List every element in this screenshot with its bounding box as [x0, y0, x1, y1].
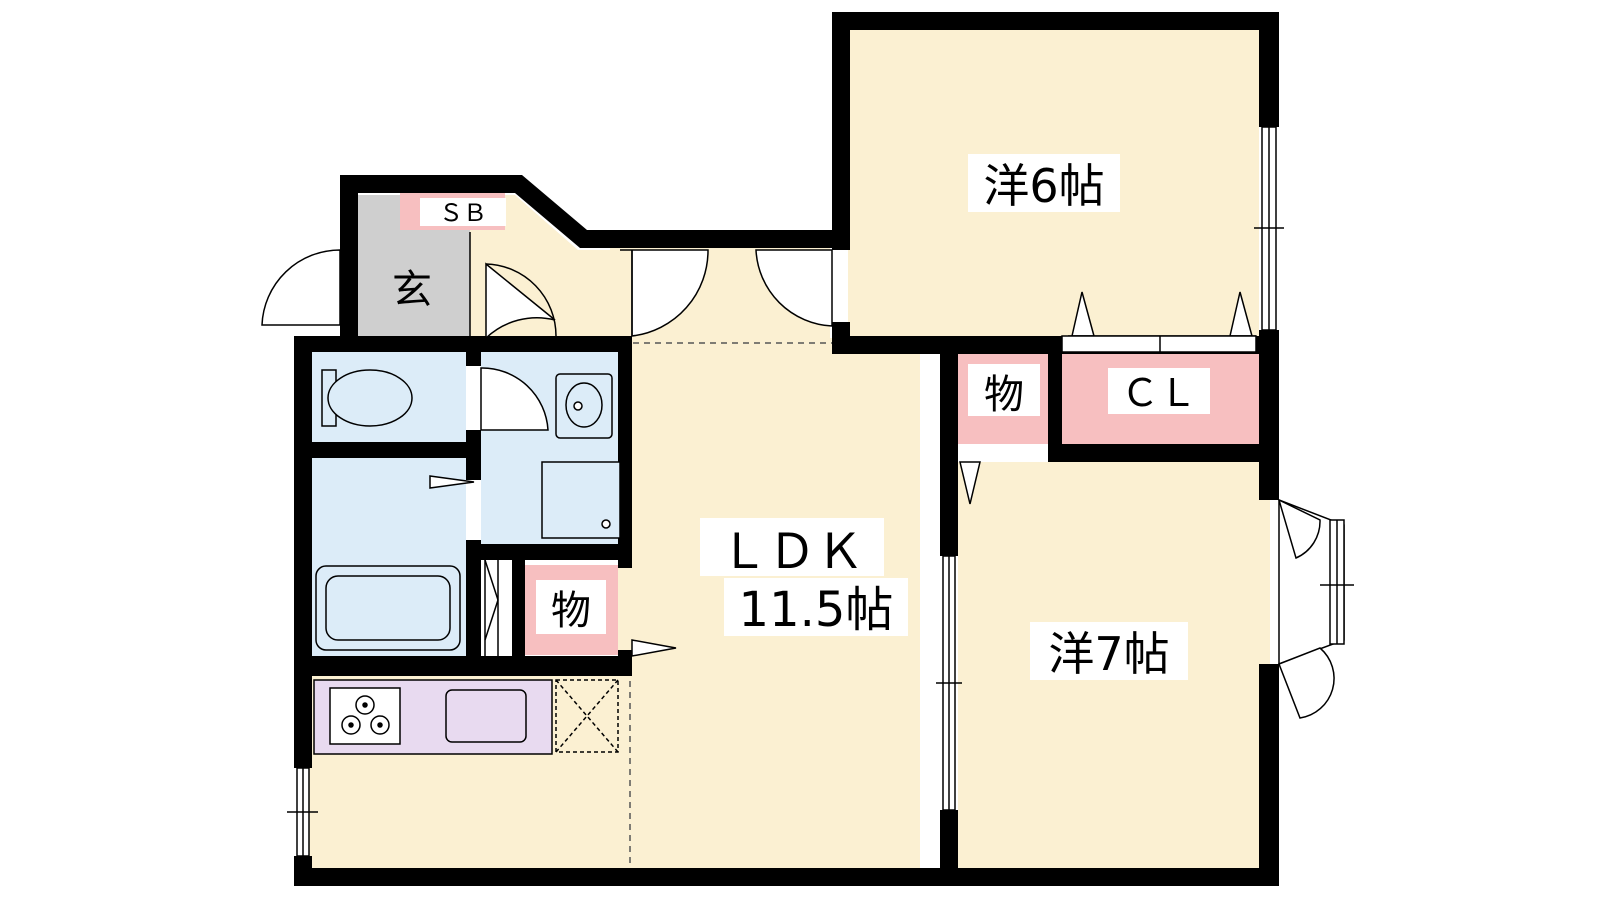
label-closet: ＣＬ — [1121, 371, 1197, 415]
toilet-bath-wall — [312, 442, 476, 458]
toilet-bowl-icon — [327, 369, 413, 427]
ldk-w7-wall-upper — [940, 336, 958, 556]
w6-wall-top — [832, 12, 1279, 30]
zone-lines — [622, 342, 832, 868]
interior-lines — [469, 232, 499, 656]
label-ldk-size: 11.5帖 — [739, 582, 894, 638]
wet-wall-bottom — [294, 656, 632, 676]
ldk-w7-wall-lower — [940, 810, 958, 886]
label-western-7: 洋7帖 — [1048, 627, 1169, 681]
label-storage-upper: 物 — [984, 372, 1024, 418]
label-storage-lower: 物 — [551, 588, 591, 634]
bay-door-top — [1277, 498, 1321, 560]
hall-door — [485, 262, 556, 340]
w6-wall-right-a — [1259, 12, 1279, 127]
storage-wall-bottom — [1048, 444, 1279, 462]
w7-wall-right-b — [1259, 664, 1279, 886]
entrance-door — [261, 249, 341, 326]
wall-bottom — [294, 868, 1279, 886]
labels: ＳＢ 玄 洋6帖 物 ＣＬ ＬＤＫ 11.5帖 洋7帖 物 — [392, 154, 1210, 681]
toilet-wash-wall-c — [466, 540, 481, 676]
wall-left-upper — [294, 336, 312, 768]
door-markers — [429, 291, 1257, 657]
wet-wall-right — [618, 336, 632, 568]
storage-lower-divider — [512, 560, 525, 660]
kitchen-sink-icon — [445, 689, 527, 743]
label-western-6: 洋6帖 — [983, 159, 1104, 213]
wash-wall-bottom — [466, 544, 632, 560]
toilet-wash-wall-b — [466, 430, 481, 480]
doors — [261, 249, 1335, 719]
wall-left-lower — [294, 856, 312, 886]
genkan-wall-right — [340, 262, 358, 338]
wet-wall-top — [294, 336, 628, 352]
wash-door — [480, 367, 549, 431]
kitchen — [313, 679, 619, 755]
label-genkan: 玄 — [392, 267, 432, 313]
toilet-wash-wall-a — [466, 336, 481, 366]
label-ldk-name: ＬＤＫ — [720, 524, 864, 580]
ldk-door-left — [620, 249, 709, 337]
w6-door — [755, 249, 833, 327]
w6-wall-left-upper — [832, 12, 850, 250]
fixtures — [315, 369, 621, 651]
bay-door-bottom — [1278, 647, 1335, 719]
storage-wall-mid — [1048, 352, 1062, 462]
w7-wall-right-a — [1259, 444, 1279, 500]
label-sb: ＳＢ — [439, 199, 487, 227]
entrance-wall-top — [340, 175, 845, 338]
walls — [294, 12, 1279, 886]
